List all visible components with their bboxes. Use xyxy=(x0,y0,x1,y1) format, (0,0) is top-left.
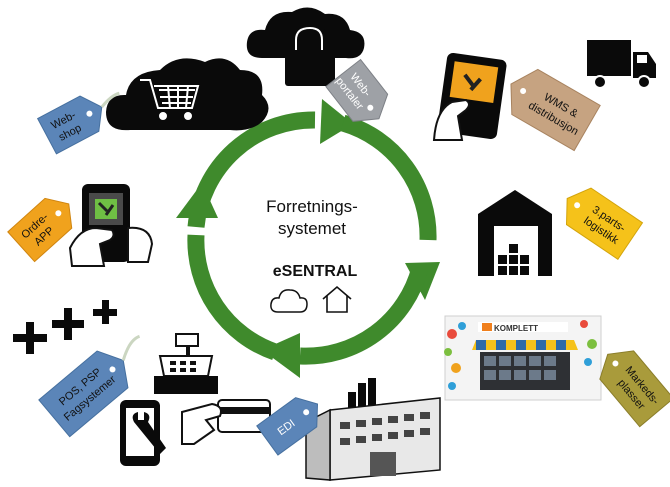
factory-icon xyxy=(305,378,441,481)
webportal-cloud-lock xyxy=(246,7,365,86)
hand-icon xyxy=(68,226,115,267)
komplett-logo-icon xyxy=(482,323,492,331)
cloud-icon xyxy=(270,289,308,313)
center-brand: eSENTRAL xyxy=(273,263,358,280)
hand-icon xyxy=(181,402,222,445)
center-title-line2: systemet xyxy=(278,219,346,238)
marketplace-brand: KOMPLETT xyxy=(494,324,538,333)
wms-tablet xyxy=(432,52,507,141)
cash-register-icon xyxy=(154,333,218,394)
tag-pos: POS, PSP Fagsystemer xyxy=(38,334,141,438)
ordreapp-tablet xyxy=(68,184,154,267)
center-label: Forretnings- systemet eSENTRAL xyxy=(266,197,358,313)
house-icon xyxy=(322,285,352,313)
tag-edi: EDI xyxy=(256,397,319,456)
cycle-arrow-3 xyxy=(299,265,429,365)
tag-markedsplasser: Markeds- plasser xyxy=(599,350,670,428)
tag-webshop: Web- shop xyxy=(36,91,120,155)
payment-card-icon xyxy=(181,399,271,445)
cycle-arrows xyxy=(176,99,440,378)
cycle-arrowhead-1 xyxy=(320,99,353,144)
hand-icon xyxy=(432,98,470,141)
cycle-arrow-4 xyxy=(187,234,278,361)
cloud-shape xyxy=(246,7,365,59)
plus-icon xyxy=(13,322,47,354)
app-logo-icon xyxy=(449,61,499,104)
cycle-arrowhead-3 xyxy=(262,333,300,378)
plus-icons xyxy=(13,300,117,354)
tag-wms: WMS & distribusjon xyxy=(510,68,601,152)
plus-icon xyxy=(93,300,117,324)
partner-badges xyxy=(444,320,597,390)
warehouse-icon xyxy=(478,190,552,276)
truck-icon xyxy=(587,40,656,89)
webshop-cloud-cart xyxy=(106,58,269,131)
shopping-cart-icon xyxy=(140,79,200,120)
tag-webportaler: Web- portaler xyxy=(325,58,389,122)
cycle-arrowhead-4 xyxy=(176,183,218,218)
tag-logistikk: 3.parts- logistikk xyxy=(565,187,644,260)
cycle-arrow-2 xyxy=(340,114,437,241)
phone-wrench-icon xyxy=(120,400,166,466)
lock-icon xyxy=(285,22,335,86)
plus-icon xyxy=(52,308,84,340)
center-title-line1: Forretnings- xyxy=(266,197,358,216)
marketplace-screen: KOMPLETT xyxy=(444,315,602,401)
